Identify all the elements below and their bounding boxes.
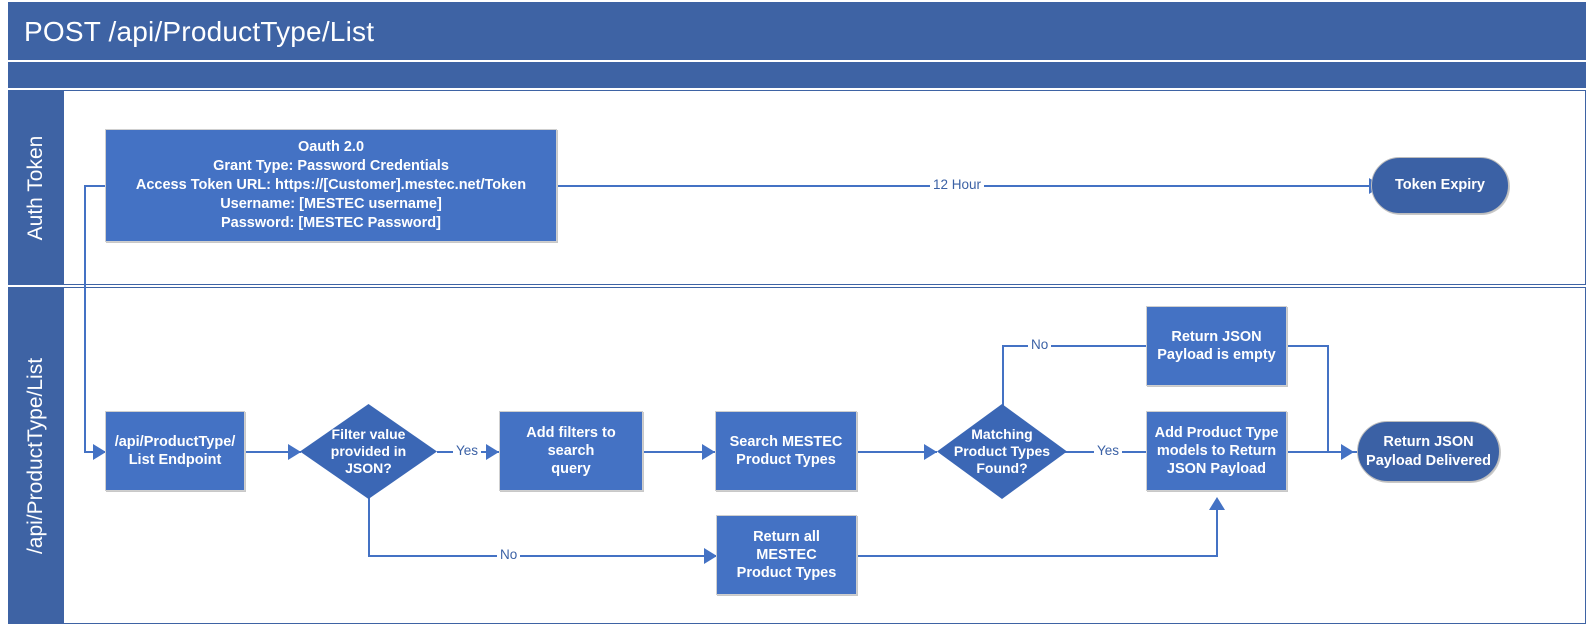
edge-empty-down [1327,345,1329,452]
arrowhead-endpoint [93,444,106,460]
return-all-line-2: Product Types [736,565,837,582]
search-line-2: Product Types [736,452,836,468]
node-payload-delivered[interactable]: Return JSON Payload Delivered [1357,421,1500,482]
node-filter-decision[interactable]: Filter value provided in JSON? [300,404,437,499]
arrowhead-matching-decision [924,444,937,460]
add-filters-line-1: Add filters to search [526,424,616,459]
node-matching-decision[interactable]: Matching Product Types Found? [937,404,1067,499]
node-empty-payload[interactable]: Return JSON Payload is empty [1146,306,1287,386]
arrowhead-delivered [1341,444,1354,460]
edge-addmodels-to-delivered [1287,451,1383,453]
edge-oauth-down [84,185,86,452]
edge-filter-no-down [368,497,370,556]
oauth-line-3: Access Token URL: https://[Customer].mes… [135,176,527,193]
add-models-line-2: models to Return [1156,442,1277,459]
edge-label-filter-no: No [497,547,521,562]
edge-returnall-up [1216,510,1218,556]
edge-endpoint-to-filter [245,451,301,453]
oauth-line-5: Password: [MESTEC Password] [221,215,441,232]
title-sub-band [8,62,1586,88]
matching-decision-line-1: Matching [971,425,1033,442]
arrowhead-filter-decision [288,444,301,460]
edge-matching-no-up [1002,345,1004,410]
add-models-line-1: Add Product Type [1154,424,1279,441]
edge-empty-right [1287,345,1329,347]
oauth-line-2: Grant Type: Password Credentials [213,157,449,174]
filter-decision-line-2: provided in [330,442,407,459]
diagram-title-bar: POST /api/ProductType/List [8,2,1586,60]
lane-header-product-type-list: /api/ProductType/List [8,287,63,624]
add-models-line-3: JSON Payload [1166,461,1267,478]
node-search-mestec[interactable]: Search MESTEC Product Types [715,411,857,491]
edge-label-matching-yes: Yes [1094,443,1123,458]
oauth-line-1: Oauth 2.0 [297,138,365,155]
node-return-all[interactable]: Return all MESTEC Product Types [716,515,857,595]
return-all-line-1: Return all MESTEC [753,528,820,563]
node-add-filters[interactable]: Add filters to search query [499,411,643,491]
node-oauth-credentials[interactable]: Oauth 2.0 Grant Type: Password Credentia… [105,129,557,242]
matching-decision-line-2: Product Types [953,442,1051,459]
lane-label-auth-line1: Auth [23,196,47,240]
arrowhead-add-models-bottom [1209,497,1225,510]
search-line-1: Search MESTEC [729,433,843,450]
matching-decision-line-3: Found? [976,460,1028,477]
edge-label-matching-no: No [1028,337,1052,352]
delivered-line-2: Payload Delivered [1366,452,1491,469]
endpoint-line-1: /api/ProductType/ [114,433,236,450]
node-token-expiry[interactable]: Token Expiry [1371,157,1509,214]
oauth-line-4: Username: [MESTEC username] [220,196,442,213]
node-add-models[interactable]: Add Product Type models to Return JSON P… [1146,411,1287,491]
edge-addfilters-to-search [643,451,715,453]
edge-filter-no-right [368,555,716,557]
edge-label-filter-yes: Yes [453,443,482,458]
filter-decision-line-1: Filter value [331,425,406,442]
empty-payload-line-2: Payload is empty [1157,347,1276,363]
filter-decision-line-3: JSON? [345,460,392,477]
token-expiry-label: Token Expiry [1395,177,1485,194]
edge-matching-no-right [1002,345,1162,347]
lane-label-ptl: /api/ProductType/List [23,357,47,554]
edge-oauth-left-stub [84,185,105,187]
lane-header-auth-token: Auth Token [8,90,63,285]
arrowhead-return-all [704,548,717,564]
delivered-line-1: Return JSON [1383,434,1474,451]
add-filters-line-2: query [551,461,591,478]
endpoint-line-2: List Endpoint [128,452,222,468]
page-title: POST /api/ProductType/List [24,16,375,47]
arrowhead-search [702,444,715,460]
edge-search-to-matching [857,451,937,453]
edge-label-12-hour: 12 Hour [930,177,985,192]
node-endpoint[interactable]: /api/ProductType/ List Endpoint [105,411,245,491]
edge-returnall-right [857,555,1218,557]
lane-label-auth-line2: Token [23,135,47,192]
empty-payload-line-1: Return JSON [1171,328,1262,345]
arrowhead-add-filters [486,444,499,460]
